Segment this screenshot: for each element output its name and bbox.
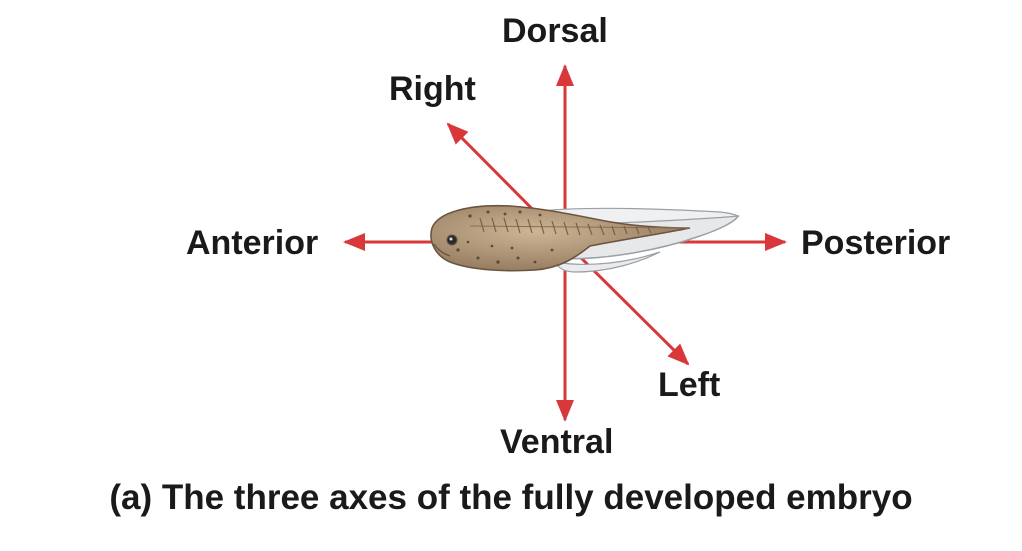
dorsal-label: Dorsal bbox=[502, 12, 608, 50]
left-label: Left bbox=[658, 366, 721, 404]
anterior-label: Anterior bbox=[186, 224, 319, 262]
posterior-label: Posterior bbox=[801, 224, 951, 262]
tadpole-embryo-icon bbox=[430, 204, 741, 273]
ventral-label: Ventral bbox=[500, 423, 614, 461]
left-axis-arrow bbox=[563, 240, 690, 366]
right-label: Right bbox=[389, 70, 476, 108]
figure-caption: (a) The three axes of the fully develope… bbox=[109, 478, 913, 517]
